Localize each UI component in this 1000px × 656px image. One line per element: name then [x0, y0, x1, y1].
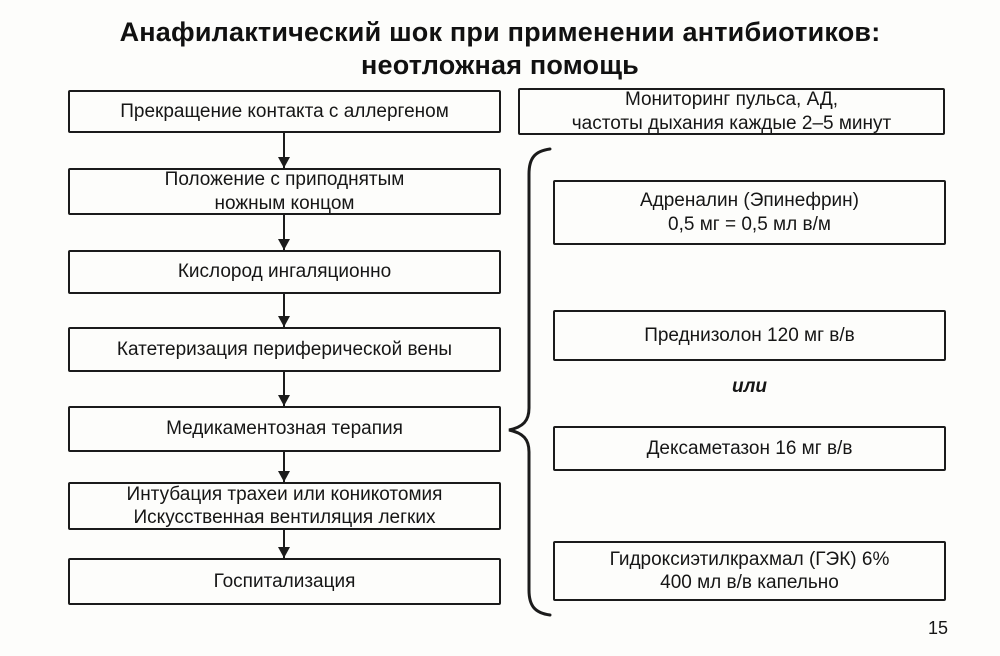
- page-number: 15: [928, 618, 949, 638]
- flow-step-hospitalization: Госпитализация: [68, 558, 501, 605]
- flow-arrow-down-icon: [278, 452, 290, 482]
- page-title: Анафилактический шок при применении анти…: [119, 17, 881, 80]
- drug-box-adrenaline: Адреналин (Эпинефрин) 0,5 мг = 0,5 мл в/…: [553, 180, 946, 245]
- flow-arrow-down-icon: [278, 294, 290, 327]
- flow-step-oxygen-inhalation: Кислород ингаляционно: [68, 250, 501, 294]
- flow-step-drug-therapy: Медикаментозная терапия: [68, 406, 501, 452]
- flow-step-stop-allergen-contact: Прекращение контакта с аллергеном: [68, 90, 501, 133]
- monitoring-note-box: Мониторинг пульса, АД, частоты дыхания к…: [518, 88, 945, 135]
- flow-step-intubation-ventilation: Интубация трахеи или коникотомия Искусст…: [68, 482, 501, 530]
- drug-box-prednisolone: Преднизолон 120 мг в/в: [553, 310, 946, 361]
- flow-step-peripheral-vein-catheterization: Катетеризация периферической вены: [68, 327, 501, 372]
- flow-arrow-down-icon: [278, 530, 290, 558]
- drug-box-dexamethasone: Дексаметазон 16 мг в/в: [553, 426, 946, 471]
- drug-box-hydroxyethyl-starch: Гидроксиэтилкрахмал (ГЭК) 6% 400 мл в/в …: [553, 541, 946, 601]
- flow-arrow-down-icon: [278, 372, 290, 406]
- curly-brace-connector: [508, 147, 552, 617]
- flow-arrow-down-icon: [278, 215, 290, 250]
- or-label: или: [731, 376, 768, 397]
- flow-arrow-down-icon: [278, 133, 290, 168]
- flow-step-raised-legs-position: Положение с приподнятым ножным концом: [68, 168, 501, 215]
